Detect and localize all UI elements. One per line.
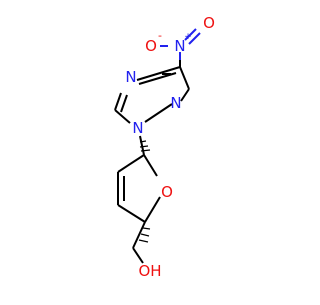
bond-n-o-right-a [184,28,197,41]
bond-n4-c5-b [120,94,128,113]
atom-triazole-n1: N [132,119,143,137]
atom-nitro-o-right: O [203,14,215,32]
atom-ring-oxygen: O [161,183,173,201]
triazole-bonds-2 [136,66,190,102]
charge-plus: + [184,32,192,42]
bond-c1-c2 [117,154,145,173]
atom-triazole-n4: N [125,68,136,86]
bond-c3-n4-double [138,72,177,85]
bond-c1-o [143,154,158,177]
bond-n2-side [180,88,190,102]
bond-n-o-right-b [188,32,201,45]
atom-nitro-n: N [174,37,185,55]
bond-c4-ch2 [132,221,146,249]
bond-ch2-oh [132,247,144,264]
bond-n1-n2 [144,103,173,123]
atom-nitro-o-left: O [145,37,157,55]
bond-c3-c4 [117,204,146,223]
stereo-hashes [138,140,151,243]
molecule-structure: N + O - O N N N O OH [114,14,215,280]
atom-triazole-n2: N [170,94,181,112]
bond-c3-n4-main [136,66,181,81]
nitro-bonds [160,28,201,60]
bond-c5-n1 [114,109,131,124]
atom-hydroxyl: OH [138,262,161,280]
bond-c4-o [144,196,161,223]
bond-c3-n2 [179,66,190,90]
bond-n1-c1prime [139,135,145,156]
molecule-diagram: N + O - O N N N O OH [114,14,215,280]
sugar-ring-bonds [117,154,161,264]
bond-n4-c5-a [114,92,122,111]
charge-minus: - [158,29,162,42]
